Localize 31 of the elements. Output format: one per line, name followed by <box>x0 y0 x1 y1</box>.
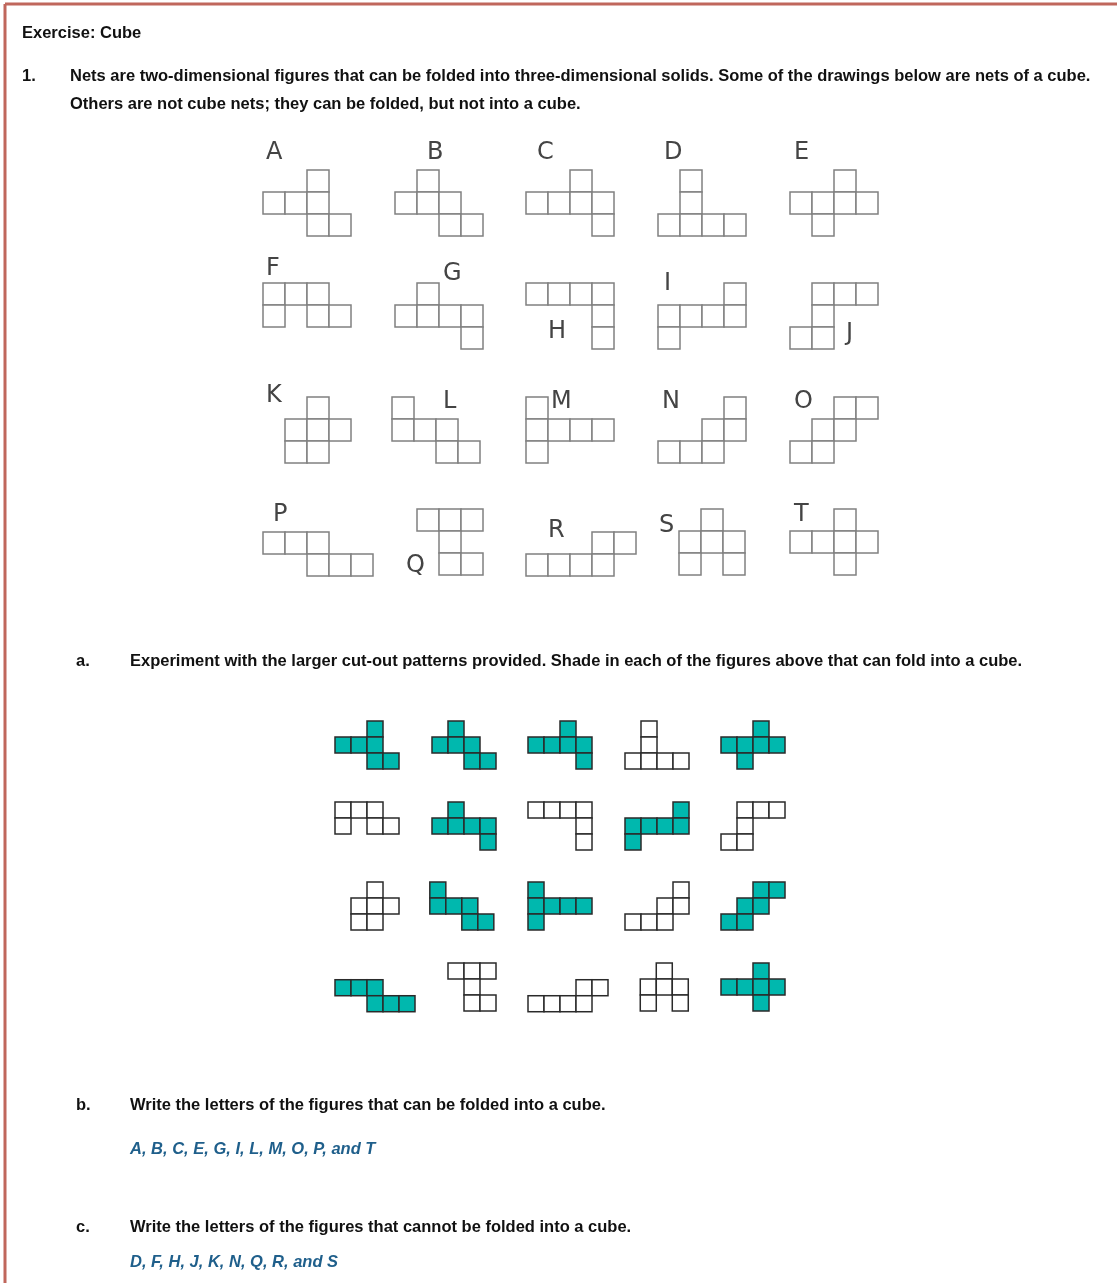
figure-letter: D <box>664 138 683 164</box>
answer-text: D, F, H, J, K, N, Q, R, and S <box>130 1251 339 1272</box>
question-text: Write the letters of the figures that cannot be folded into a cube. <box>130 1216 633 1237</box>
figure-letter: M <box>551 387 572 413</box>
figure-letter: P <box>273 500 288 526</box>
question-text: Nets are two-dimensional figures that can be folded into three-dimensional solids. Some of the drawings below are nets of a cube. Others are not cube nets; they can be folded, but not into a cube. <box>70 65 1092 114</box>
exercise-title: Exercise: Cube <box>22 22 142 43</box>
question-letter: a. <box>76 650 90 671</box>
figure-letter: T <box>794 500 809 526</box>
figure-letter: S <box>659 511 675 537</box>
figure-letter: C <box>537 138 554 164</box>
figure-letter: L <box>443 387 457 413</box>
question-number: 1. <box>22 65 36 86</box>
figure-letter: R <box>548 516 565 542</box>
figure-letter: A <box>266 138 283 164</box>
figure-letter: B <box>427 138 444 164</box>
figure-letter: J <box>846 319 854 345</box>
figure-letter: K <box>266 381 282 407</box>
question-text: Write the letters of the figures that can be folded into a cube. <box>130 1094 607 1115</box>
figure-letter: Q <box>406 551 425 577</box>
figure-letter: H <box>548 317 567 343</box>
question-letter: b. <box>76 1094 91 1115</box>
question-letter: c. <box>76 1216 90 1237</box>
figure-letter: I <box>664 269 672 295</box>
figure-letter: E <box>794 138 810 164</box>
figure-letter: G <box>443 259 462 285</box>
figure-letter: N <box>662 387 680 413</box>
figure-letter: F <box>266 254 280 280</box>
answer-text: A, B, C, E, G, I, L, M, O, P, and T <box>130 1138 376 1159</box>
figure-letter: O <box>794 387 813 413</box>
question-text: Experiment with the larger cut-out patterns provided. Shade in each of the figures above that can fold into a cube. <box>130 650 1024 671</box>
